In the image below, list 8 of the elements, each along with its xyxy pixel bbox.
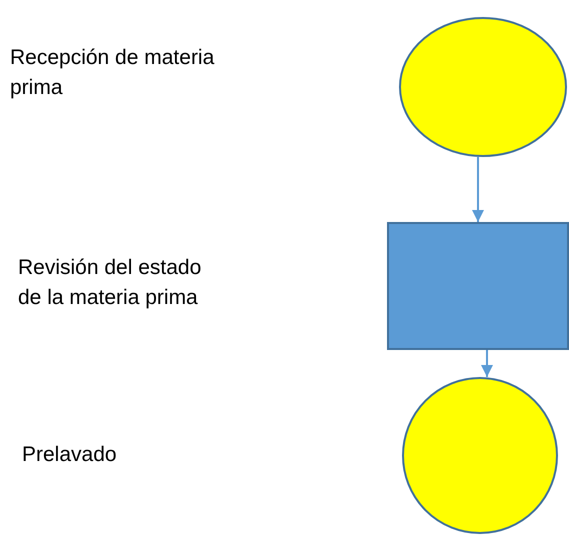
step-label: Recepción de materia prima bbox=[10, 45, 216, 101]
step-label: Revisión del estado de la materia prima bbox=[18, 255, 202, 311]
process-box bbox=[387, 222, 569, 350]
arrow bbox=[472, 157, 484, 222]
step-label: Prelavado bbox=[22, 442, 118, 468]
process-circle bbox=[399, 17, 567, 157]
process-circle bbox=[402, 377, 558, 534]
arrow bbox=[481, 350, 493, 377]
